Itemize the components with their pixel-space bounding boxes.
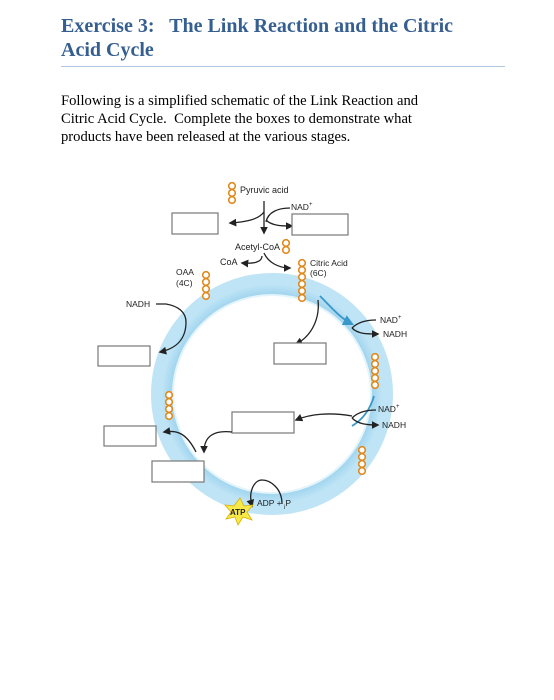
- heading-line-2: Acid Cycle: [61, 39, 154, 61]
- citric-acid-carbon-count: (6C): [310, 268, 327, 278]
- answer-box-center-lower[interactable]: [231, 411, 295, 434]
- pyruvic-acid-carbons: [227, 181, 237, 205]
- instructions-paragraph: Following is a simplified schematic of t…: [61, 92, 521, 146]
- oaa-carbons: [201, 270, 211, 301]
- left-release-arrow: [158, 321, 187, 355]
- nadh-left-arrow: [156, 303, 187, 323]
- answer-box-bottom-left[interactable]: [151, 460, 205, 483]
- atp-label: ATP: [230, 508, 246, 517]
- nad-right-2-arrow: [351, 409, 377, 419]
- acetyl-coa-carbons: [281, 238, 291, 255]
- succinyl-carbons: [357, 445, 367, 476]
- citric-acid-cycle-diagram: Pyruvic acid NAD+ Acetyl-CoA CoA OAA (4C…: [97, 181, 407, 526]
- answer-box-link-right[interactable]: [291, 213, 349, 236]
- right-lower-cycle-arrow: [351, 395, 375, 427]
- nad-right-1-arrow: [351, 319, 377, 329]
- link-co2-release-arrow: [228, 211, 265, 227]
- coa-label: CoA: [220, 257, 238, 267]
- nad-right-1-label: NAD+: [380, 315, 402, 325]
- heading-divider: [61, 66, 505, 67]
- nadh-left-label: NADH: [126, 299, 150, 309]
- cycle-ring-inner-edge: [172, 294, 372, 494]
- intro-line-1: Following is a simplified schematic of t…: [61, 93, 419, 109]
- answer-box-center-right[interactable]: [273, 342, 327, 365]
- coa-release-arrow: [240, 255, 263, 268]
- nadh-right-2-label: NADH: [382, 420, 406, 430]
- cycle-ring: [151, 273, 393, 515]
- nadh-right-1-arrow: [351, 327, 380, 338]
- nad-top-arrow: [265, 207, 291, 223]
- answer-box-left-lower[interactable]: [103, 425, 157, 447]
- nad-right-2-label: NAD+: [378, 404, 400, 414]
- exercise-heading: Exercise 3: The Link Reaction and the Ci…: [61, 14, 521, 62]
- answer-box-link-left[interactable]: [171, 212, 219, 235]
- acetyl-coa-label: Acetyl-CoA: [235, 242, 280, 252]
- right-lower-release-arrow: [294, 413, 353, 422]
- oaa-carbon-count: (4C): [176, 278, 193, 288]
- left-lower-release-arrow: [162, 427, 197, 453]
- intro-line-2: Citric Acid Cycle. Complete the boxes to…: [61, 111, 412, 127]
- nadh-right-2-arrow: [351, 417, 380, 429]
- citric-acid-label: Citric Acid: [310, 258, 348, 268]
- nadh-top-arrow: [265, 219, 294, 230]
- right-upper-cycle-arrow: [319, 295, 354, 325]
- alpha-ketoglutarate-carbons: [370, 352, 380, 390]
- atp-formation-arrow: [246, 479, 283, 508]
- citric-acid-carbons: [297, 258, 307, 303]
- oaa-label: OAA: [176, 267, 194, 277]
- right-upper-release-arrow: [294, 299, 319, 345]
- heading-line-1: Exercise 3: The Link Reaction and the Ci…: [61, 15, 454, 37]
- pyruvic-acid-label: Pyruvic acid: [240, 185, 289, 195]
- atp-star: [224, 497, 254, 526]
- bottom-left-release-arrow: [200, 430, 233, 454]
- nad-top-label: NAD+: [291, 202, 313, 212]
- nadh-right-1-label: NADH: [383, 329, 407, 339]
- intro-line-3: products have been released at the vario…: [61, 129, 351, 145]
- adp-pi-label: ADP + iP: [257, 498, 291, 511]
- acetyl-coa-entry-arrow: [263, 252, 292, 272]
- answer-box-left-upper[interactable]: [97, 345, 151, 367]
- left-four-carbons: [164, 390, 174, 421]
